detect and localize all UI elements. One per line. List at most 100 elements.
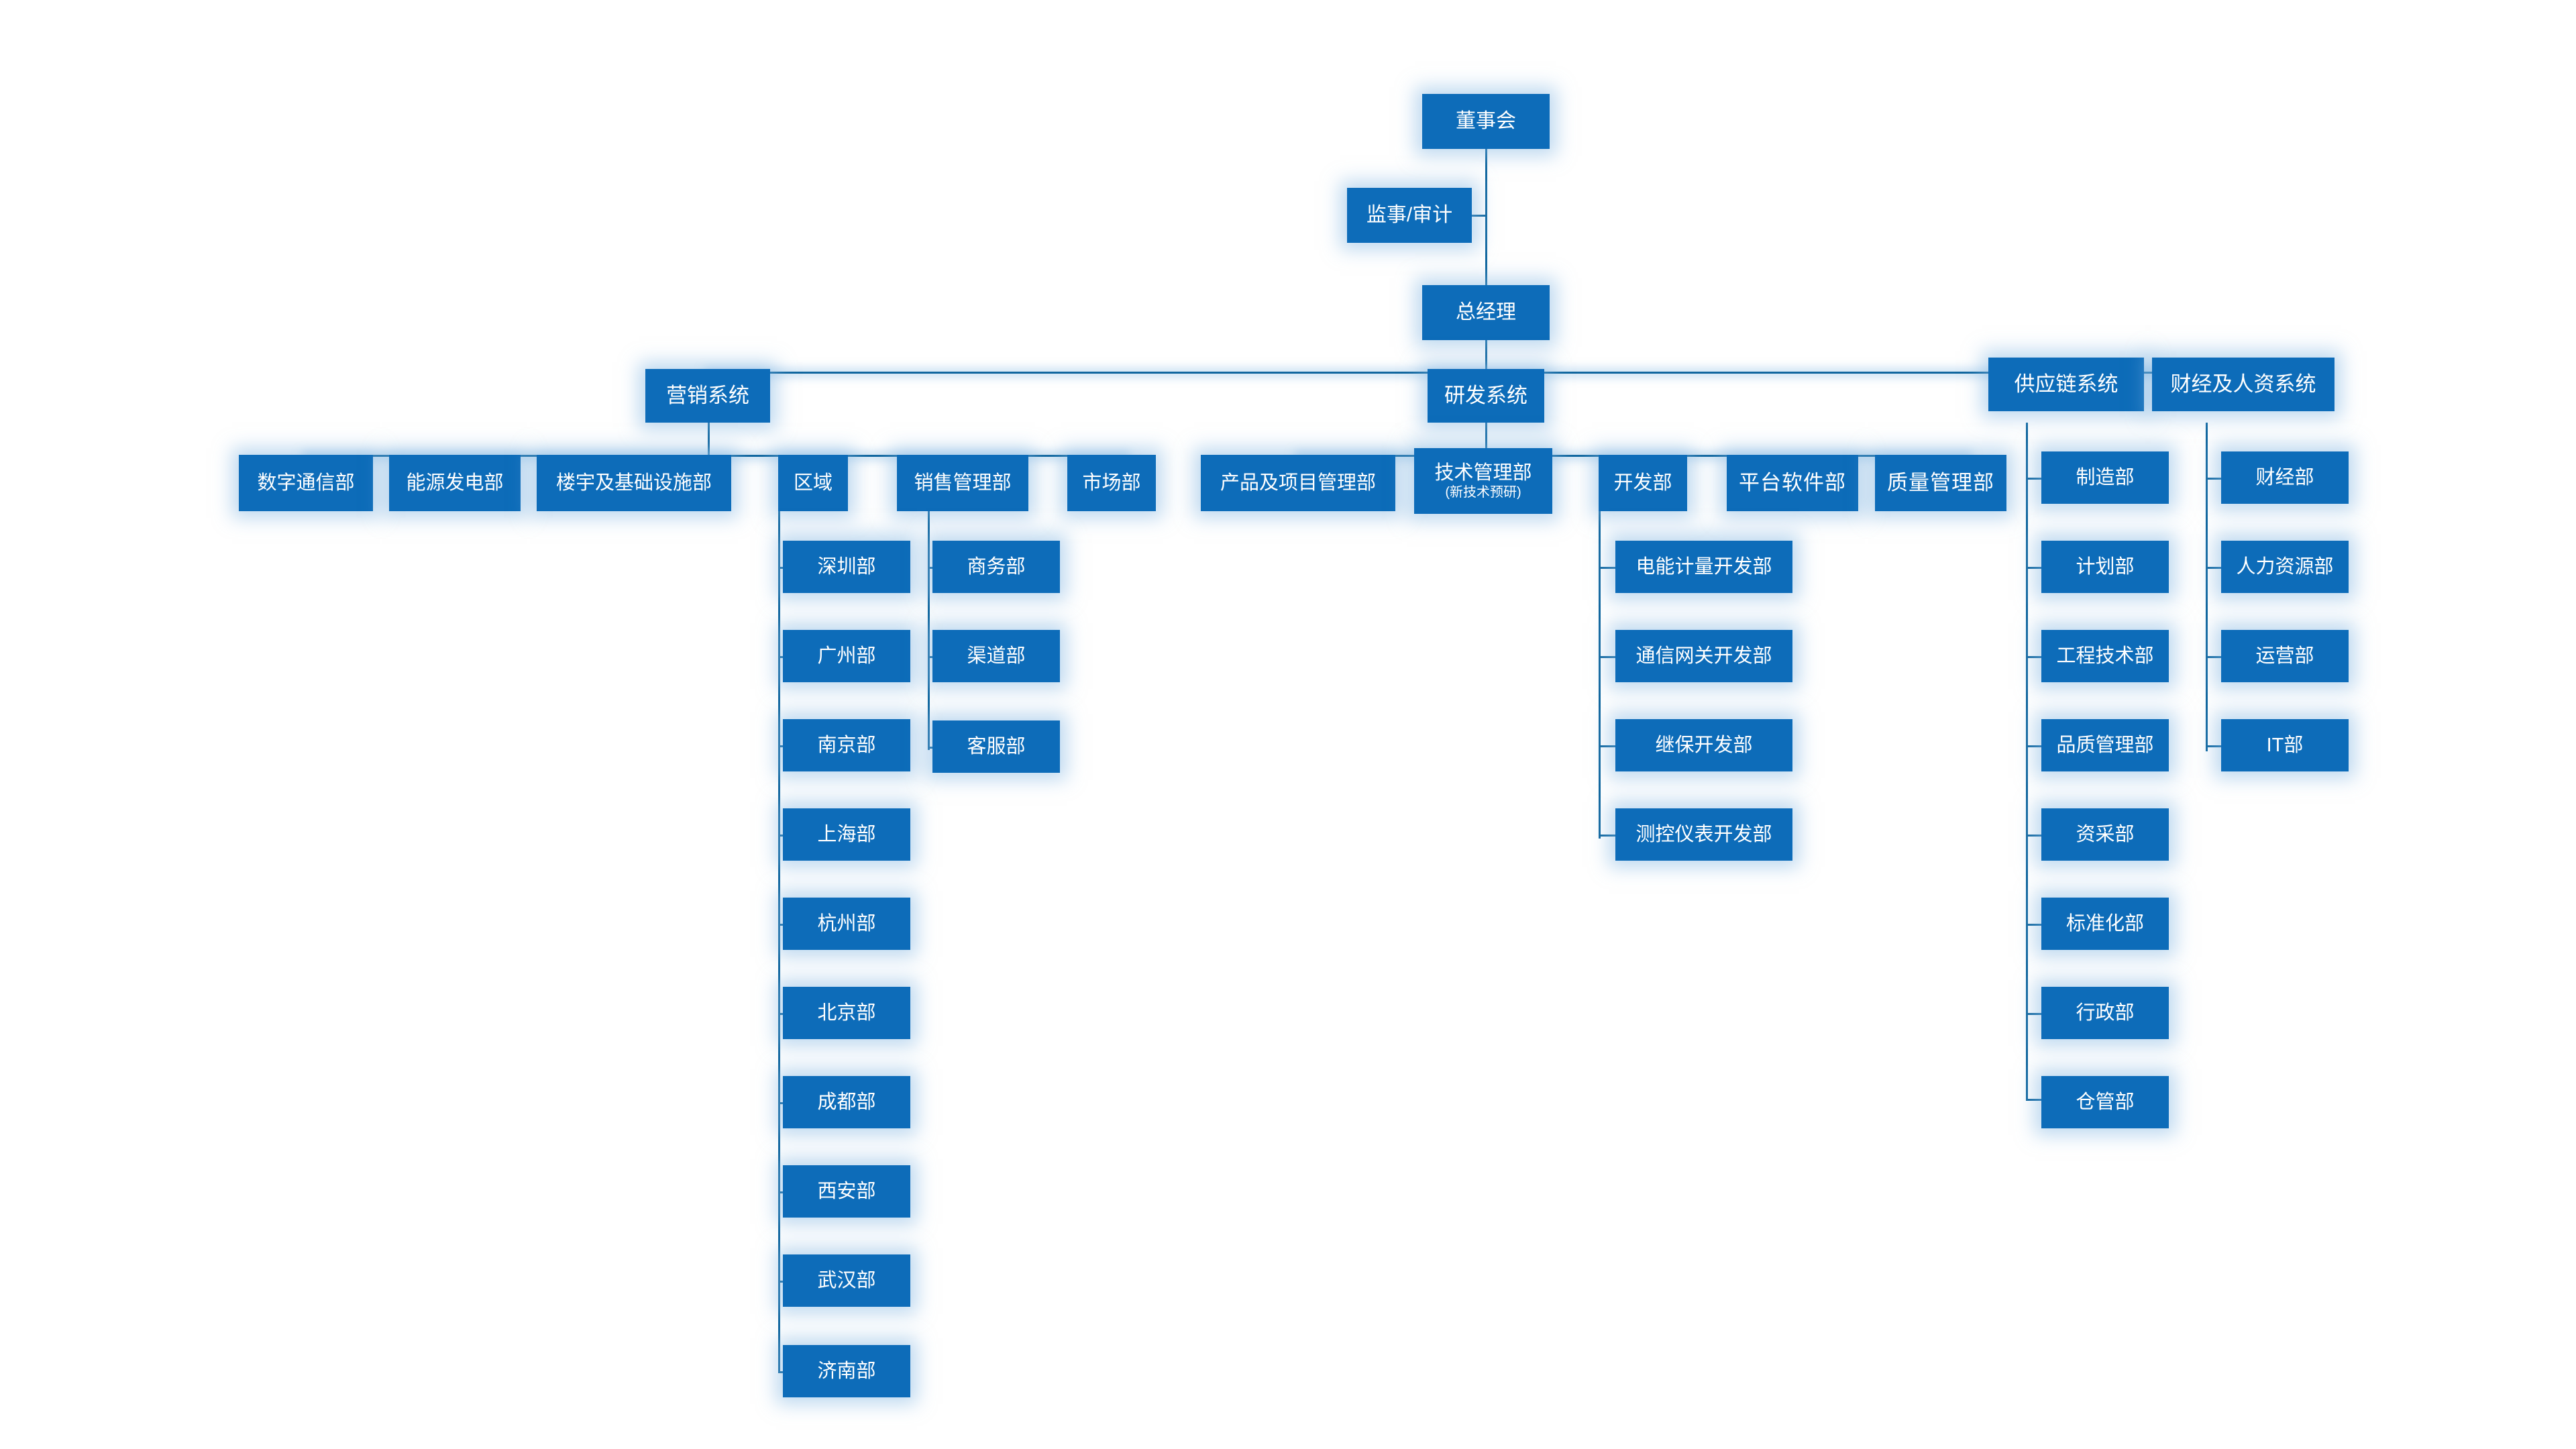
node-region-shanghai[interactable]: 上海部: [783, 808, 910, 861]
node-relay-protection-dev-dept[interactable]: 继保开发部: [1615, 719, 1792, 771]
node-digital-communication-dept[interactable]: 数字通信部: [239, 455, 373, 511]
node-region-chengdu[interactable]: 成都部: [783, 1076, 910, 1128]
node-region-nanjing[interactable]: 南京部: [783, 719, 910, 771]
node-planning-dept[interactable]: 计划部: [2041, 541, 2169, 593]
connector-dev-spine: [1599, 510, 1601, 839]
node-system-marketing[interactable]: 营销系统: [645, 369, 770, 423]
node-warehouse-dept[interactable]: 仓管部: [2041, 1076, 2169, 1128]
node-channel-dept-label: 渠道部: [967, 645, 1026, 667]
node-platform-software-dept-label: 平台软件部: [1739, 470, 1846, 494]
node-comm-gateway-dev-dept-label: 通信网关开发部: [1635, 645, 1772, 667]
node-board-label: 董事会: [1456, 110, 1516, 133]
node-comm-gateway-dev-dept[interactable]: 通信网关开发部: [1615, 630, 1792, 682]
node-relay-protection-dev-dept-label: 继保开发部: [1655, 734, 1753, 756]
connector-audit-stub: [1471, 215, 1487, 217]
node-digital-communication-dept-label: 数字通信部: [257, 472, 355, 494]
node-market-dept[interactable]: 市场部: [1067, 455, 1156, 511]
node-quality-management-dept-label: 质量管理部: [1887, 470, 1994, 494]
node-business-dept[interactable]: 商务部: [932, 541, 1060, 593]
node-product-project-management-dept[interactable]: 产品及项目管理部: [1201, 455, 1395, 511]
node-general-manager[interactable]: 总经理: [1422, 285, 1550, 340]
node-region-hangzhou-label: 杭州部: [817, 912, 876, 934]
node-development-dept[interactable]: 开发部: [1599, 455, 1687, 511]
node-region-beijing[interactable]: 北京部: [783, 987, 910, 1039]
node-administration-dept[interactable]: 行政部: [2041, 987, 2169, 1039]
node-finance-dept-label: 财经部: [2255, 466, 2314, 488]
node-standardization-dept[interactable]: 标准化部: [2041, 898, 2169, 950]
node-procurement-dept-label: 资采部: [2076, 823, 2135, 845]
connector-dev-stub-1: [1599, 656, 1631, 658]
node-system-rnd[interactable]: 研发系统: [1428, 369, 1544, 423]
node-region[interactable]: 区域: [778, 455, 848, 511]
connector-region-spine: [778, 510, 780, 1373]
node-human-resources-dept[interactable]: 人力资源部: [2221, 541, 2349, 593]
connector-dev-stub-3: [1599, 835, 1631, 837]
node-region-label: 区域: [793, 472, 833, 494]
connector-gm-down: [1485, 339, 1487, 373]
node-energy-power-dept[interactable]: 能源发电部: [389, 455, 521, 511]
node-engineering-technology-dept[interactable]: 工程技术部: [2041, 630, 2169, 682]
node-planning-dept-label: 计划部: [2076, 555, 2135, 578]
node-customer-service-dept[interactable]: 客服部: [932, 720, 1060, 773]
connector-rnd-down: [1485, 423, 1487, 456]
node-finance-dept[interactable]: 财经部: [2221, 451, 2349, 504]
node-system-finance-hr[interactable]: 财经及人资系统: [2152, 358, 2334, 411]
node-procurement-dept[interactable]: 资采部: [2041, 808, 2169, 861]
node-board[interactable]: 董事会: [1422, 94, 1550, 149]
node-building-infrastructure-dept-label: 楼宇及基础设施部: [555, 472, 712, 494]
node-sales-management-dept[interactable]: 销售管理部: [897, 455, 1028, 511]
node-business-dept-label: 商务部: [967, 555, 1026, 578]
node-technology-management-dept-label: 技术管理部: [1434, 462, 1532, 484]
node-region-hangzhou[interactable]: 杭州部: [783, 898, 910, 950]
node-operations-dept[interactable]: 运营部: [2221, 630, 2349, 682]
node-system-supply-chain-label: 供应链系统: [2014, 372, 2118, 396]
node-region-guangzhou[interactable]: 广州部: [783, 630, 910, 682]
node-manufacturing-dept[interactable]: 制造部: [2041, 451, 2169, 504]
node-region-xian[interactable]: 西安部: [783, 1165, 910, 1218]
node-region-chengdu-label: 成都部: [817, 1091, 876, 1113]
node-quality-control-dept-label: 品质管理部: [2056, 734, 2154, 756]
node-engineering-technology-dept-label: 工程技术部: [2056, 645, 2154, 667]
connector-dev-stub-2: [1599, 745, 1631, 747]
node-sales-management-dept-label: 销售管理部: [914, 472, 1012, 494]
node-region-jinan[interactable]: 济南部: [783, 1345, 910, 1397]
node-quality-control-dept[interactable]: 品质管理部: [2041, 719, 2169, 771]
node-human-resources-dept-label: 人力资源部: [2236, 555, 2334, 578]
node-region-shanghai-label: 上海部: [817, 823, 876, 845]
node-manufacturing-dept-label: 制造部: [2076, 466, 2135, 488]
node-it-dept[interactable]: IT部: [2221, 719, 2349, 771]
node-measurement-instrument-dev-dept-label: 测控仪表开发部: [1635, 823, 1772, 845]
node-region-shenzhen[interactable]: 深圳部: [783, 541, 910, 593]
node-technology-management-dept[interactable]: 技术管理部 (新技术预研): [1414, 448, 1552, 514]
node-audit-label: 监事/审计: [1366, 204, 1453, 227]
node-system-supply-chain[interactable]: 供应链系统: [1988, 358, 2144, 411]
node-region-wuhan-label: 武汉部: [817, 1269, 876, 1291]
node-energy-metering-dev-dept[interactable]: 电能计量开发部: [1615, 541, 1792, 593]
node-region-shenzhen-label: 深圳部: [817, 555, 876, 578]
node-general-manager-label: 总经理: [1456, 301, 1516, 324]
node-platform-software-dept[interactable]: 平台软件部: [1727, 455, 1858, 511]
connector-supply-spine: [2026, 423, 2028, 1100]
node-warehouse-dept-label: 仓管部: [2076, 1091, 2135, 1113]
node-building-infrastructure-dept[interactable]: 楼宇及基础设施部: [537, 455, 731, 511]
node-audit[interactable]: 监事/审计: [1347, 188, 1472, 243]
node-market-dept-label: 市场部: [1082, 472, 1141, 494]
node-measurement-instrument-dev-dept[interactable]: 测控仪表开发部: [1615, 808, 1792, 861]
connector-board-spine: [1485, 148, 1487, 302]
node-product-project-management-dept-label: 产品及项目管理部: [1220, 472, 1376, 494]
node-customer-service-dept-label: 客服部: [967, 735, 1026, 757]
node-technology-management-dept-subtitle: (新技术预研): [1445, 485, 1521, 500]
node-administration-dept-label: 行政部: [2076, 1002, 2135, 1024]
node-channel-dept[interactable]: 渠道部: [932, 630, 1060, 682]
node-region-wuhan[interactable]: 武汉部: [783, 1254, 910, 1307]
node-region-beijing-label: 北京部: [817, 1002, 876, 1024]
node-system-marketing-label: 营销系统: [666, 383, 749, 407]
node-system-finance-hr-label: 财经及人资系统: [2170, 372, 2316, 396]
connector-marketing-down: [708, 423, 710, 456]
node-it-dept-label: IT部: [2266, 734, 2304, 756]
node-energy-power-dept-label: 能源发电部: [406, 472, 504, 494]
node-energy-metering-dev-dept-label: 电能计量开发部: [1635, 555, 1772, 578]
node-quality-management-dept[interactable]: 质量管理部: [1875, 455, 2006, 511]
node-region-guangzhou-label: 广州部: [817, 645, 876, 667]
